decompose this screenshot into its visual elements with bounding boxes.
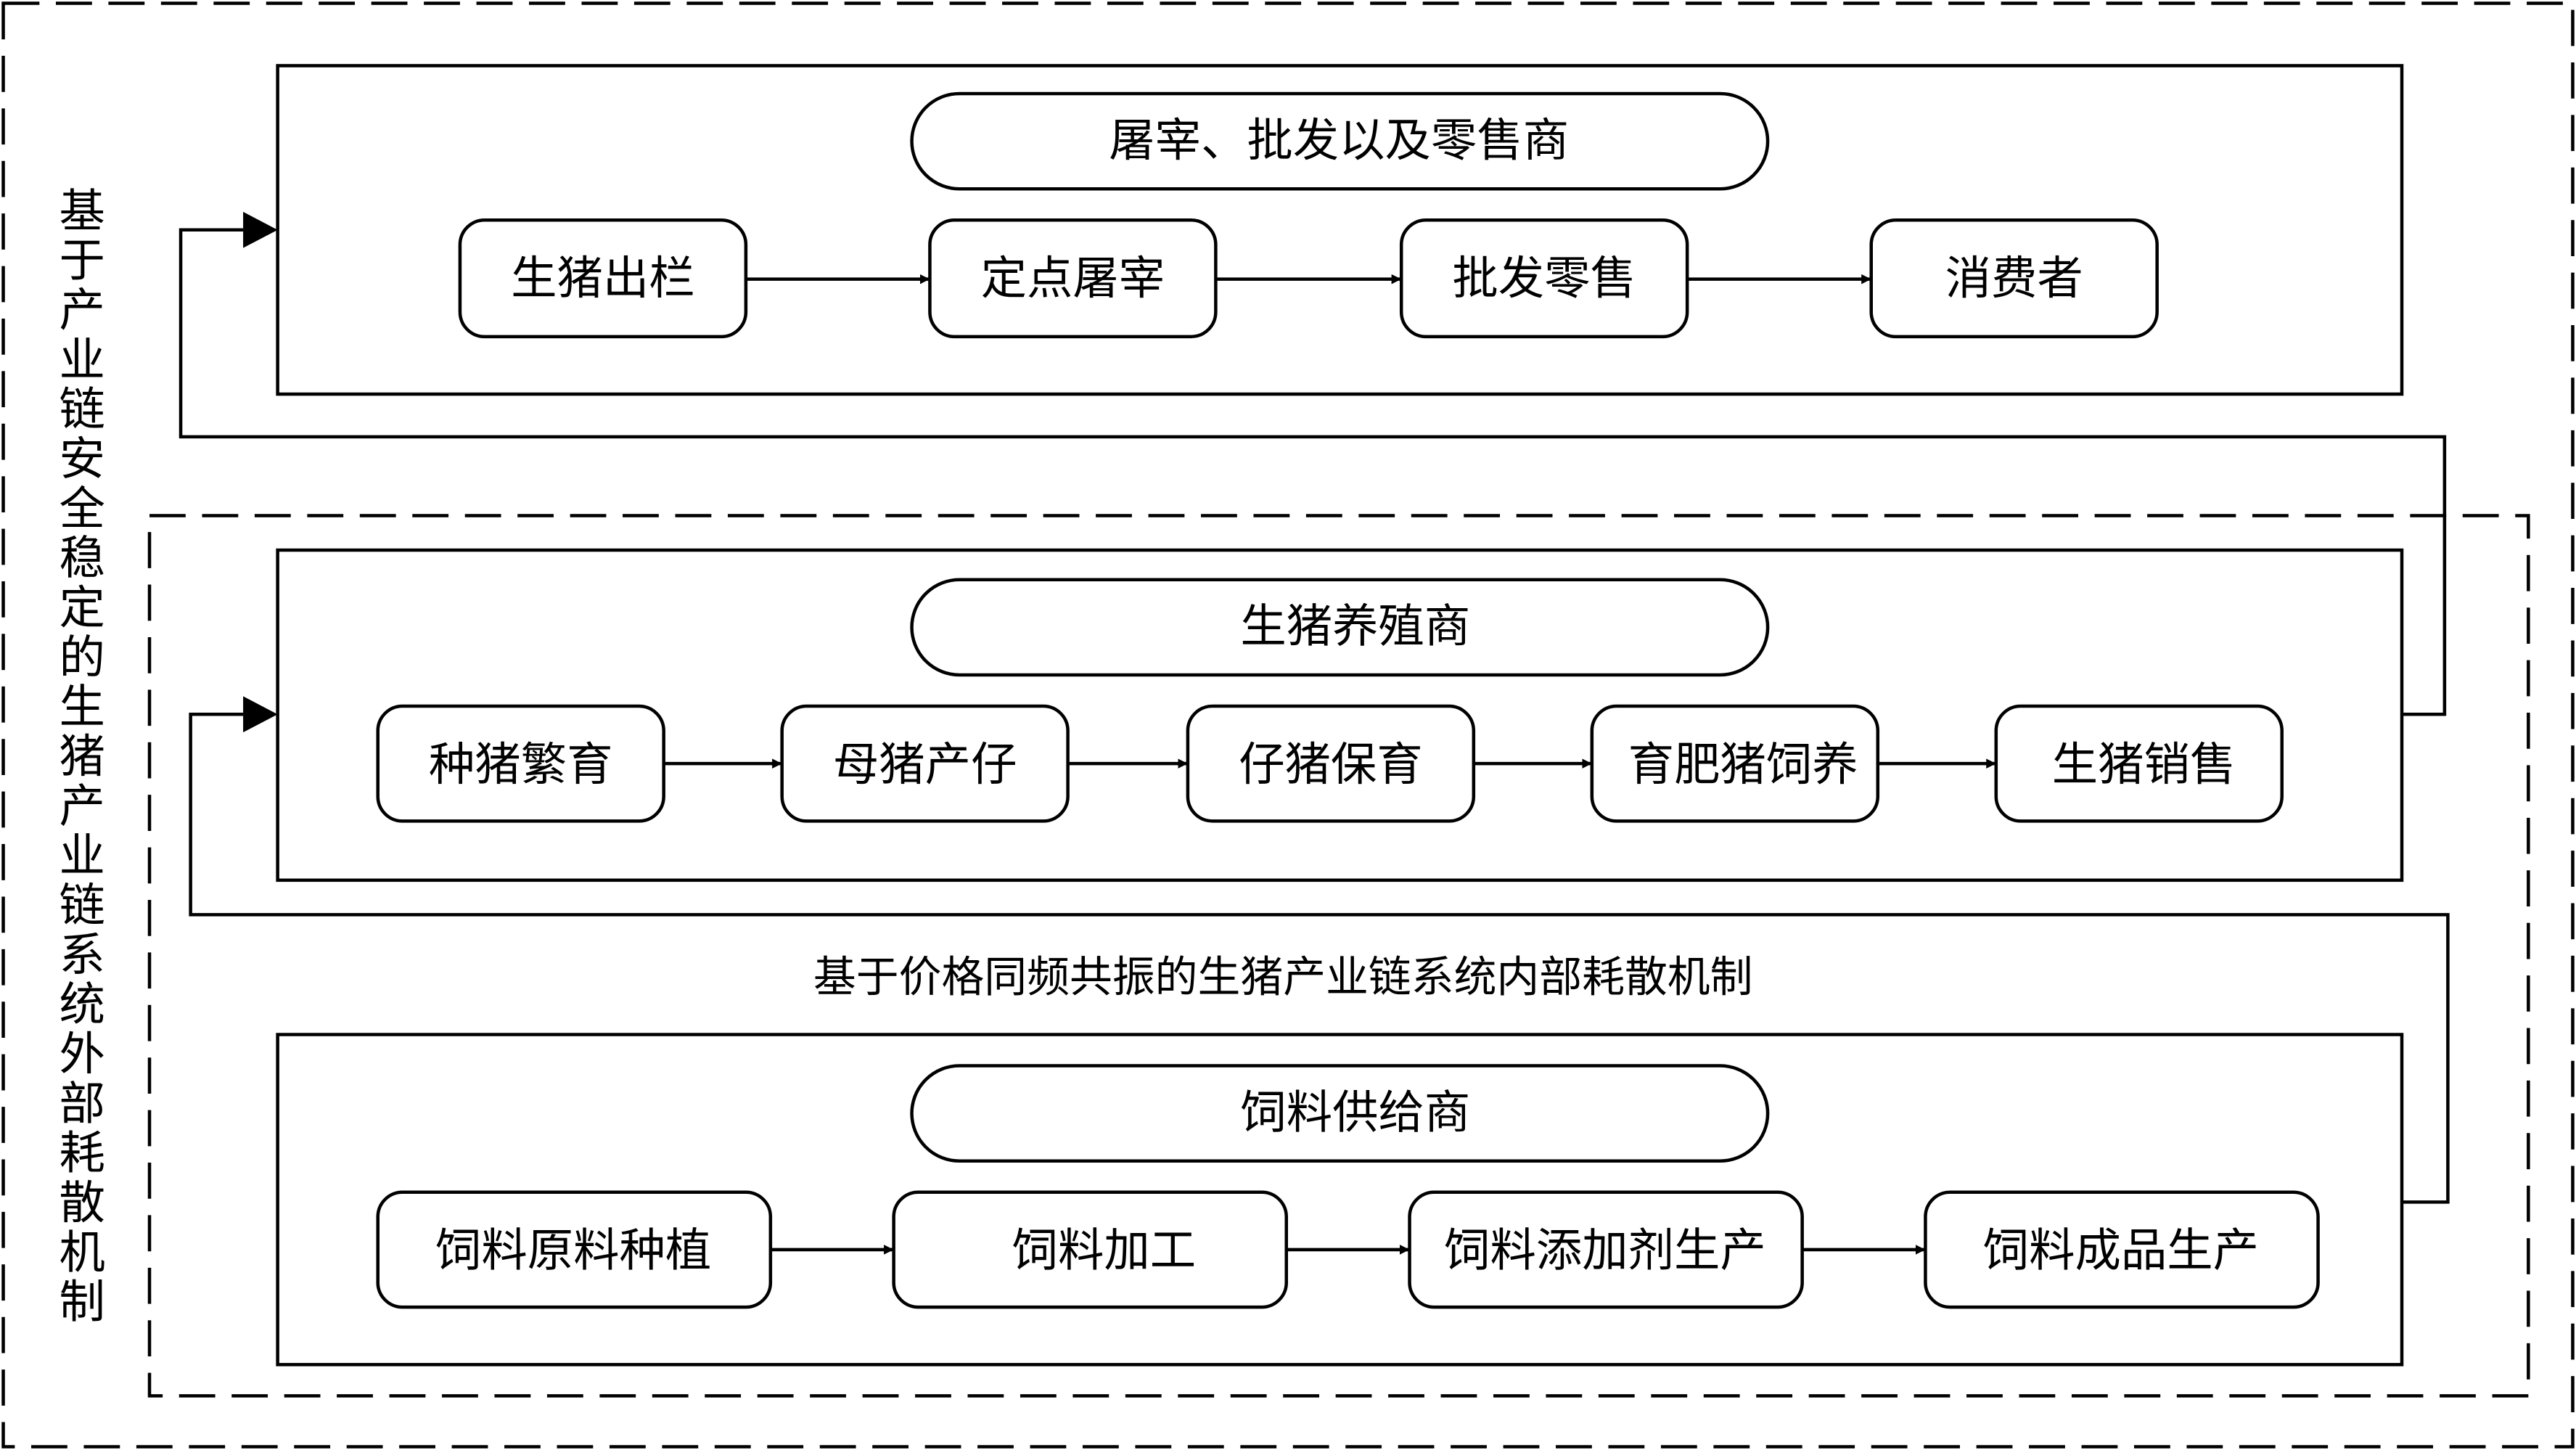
step-breeding-pig: 种猪繁育	[376, 704, 665, 823]
svg-text:饲料原料种植: 饲料原料种植	[435, 1224, 711, 1277]
svg-text:饲料添加剂生产: 饲料添加剂生产	[1444, 1224, 1766, 1277]
step-finished-feed-production: 饲料成品生产	[1924, 1190, 2320, 1309]
feedback-arrow-feed-to-breeder	[189, 696, 2450, 1204]
step-piglet-nursery: 仔猪保育	[1186, 704, 1476, 823]
step-pig-sales: 生猪销售	[1994, 704, 2284, 823]
svg-text:定点屠宰: 定点屠宰	[981, 251, 1165, 305]
group-panel-feed-supplier	[276, 1033, 2404, 1367]
feedback-arrow-breeder-to-slaughter	[179, 211, 2447, 716]
svg-text:生猪出栏: 生猪出栏	[511, 251, 695, 305]
inner-mechanism-label: 基于价格同频共振的生猪产业链系统内部耗散机制	[813, 952, 1753, 1002]
step-feed-processing: 饲料加工	[892, 1190, 1288, 1309]
step-designated-slaughter: 定点屠宰	[928, 218, 1218, 339]
svg-text:仔猪保育: 仔猪保育	[1239, 737, 1423, 791]
svg-text:母猪产仔: 母猪产仔	[833, 737, 1017, 791]
svg-text:生猪养殖商: 生猪养殖商	[1240, 599, 1470, 653]
inner-dashed-frame	[147, 514, 2530, 1398]
group-title-pig-breeder: 生猪养殖商	[910, 578, 1770, 677]
svg-text:饲料成品生产: 饲料成品生产	[1983, 1224, 2259, 1277]
outer-mechanism-label: 基于产业链安全稳定的生猪产业链系统外部耗散机制	[60, 184, 105, 1328]
svg-text:屠宰、批发以及零售商: 屠宰、批发以及零售商	[1109, 113, 1569, 167]
step-feed-additive-production: 饲料添加剂生产	[1408, 1190, 1804, 1309]
step-fattening: 育肥猪饲养	[1590, 704, 1880, 823]
svg-text:消费者: 消费者	[1945, 251, 2083, 305]
step-consumer: 消费者	[1869, 218, 2159, 339]
step-pig-outbound: 生猪出栏	[458, 218, 748, 339]
svg-text:基于产业链安全稳定的生猪产业链系统外部耗散机制: 基于产业链安全稳定的生猪产业链系统外部耗散机制	[60, 184, 105, 1328]
svg-text:批发零售: 批发零售	[1452, 251, 1636, 305]
svg-text:饲料供给商: 饲料供给商	[1240, 1086, 1470, 1139]
step-feed-raw-planting: 饲料原料种植	[376, 1190, 773, 1309]
svg-text:种猪繁育: 种猪繁育	[429, 737, 613, 791]
svg-text:育肥猪饲养: 育肥猪饲养	[1628, 737, 1858, 791]
group-title-feed-supplier: 饲料供给商	[910, 1064, 1770, 1163]
step-sow-farrowing: 母猪产仔	[780, 704, 1070, 823]
svg-text:饲料加工: 饲料加工	[1012, 1224, 1197, 1277]
svg-text:生猪销售: 生猪销售	[2052, 737, 2236, 791]
step-wholesale-retail: 批发零售	[1399, 218, 1689, 339]
group-title-slaughter-wholesale-retail: 屠宰、批发以及零售商	[910, 91, 1770, 191]
